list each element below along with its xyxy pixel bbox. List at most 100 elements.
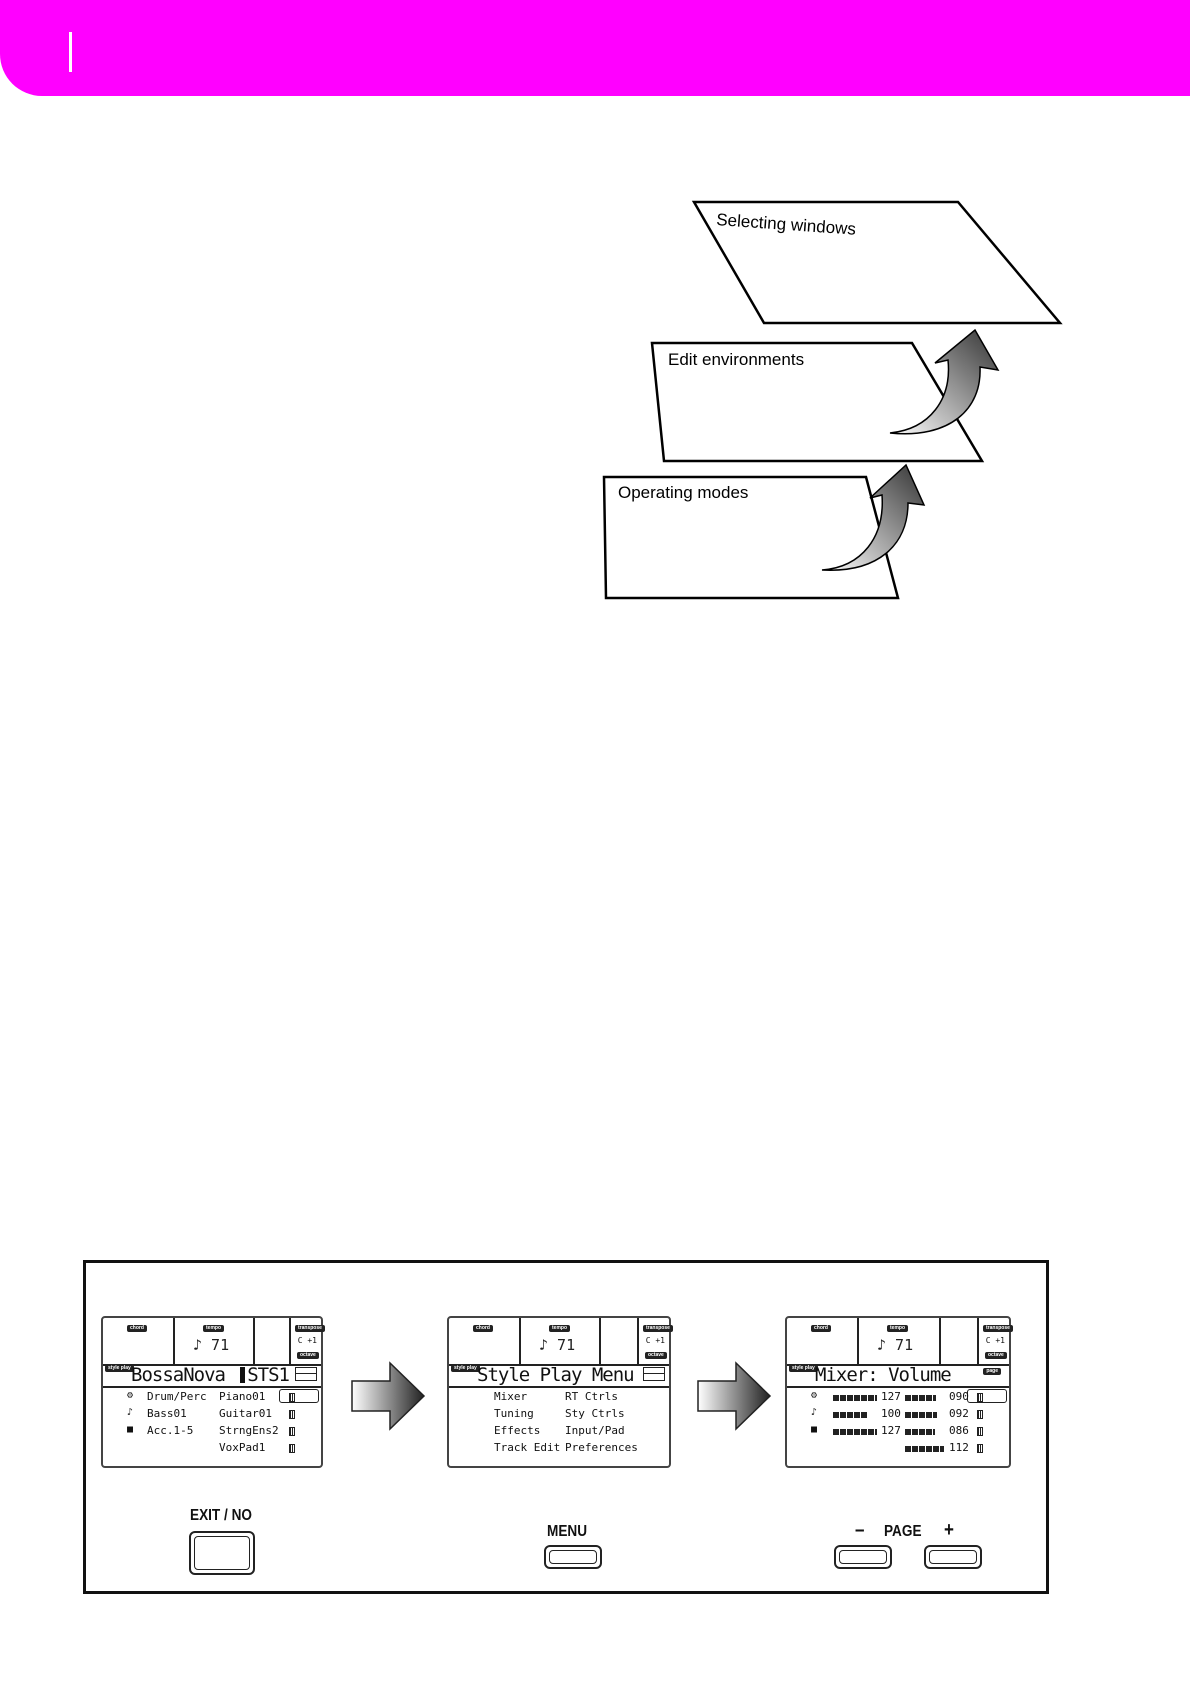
arrow-right-icon — [697, 1361, 772, 1431]
level-value: 092 — [949, 1407, 969, 1420]
mode-tag: style play — [105, 1365, 134, 1372]
level-value: 090 — [949, 1390, 969, 1403]
menu-item[interactable]: Mixer — [494, 1390, 528, 1403]
bass-icon: ♪ — [127, 1407, 134, 1418]
level-value: 086 — [949, 1424, 969, 1437]
transpose-value: C +1 — [297, 1336, 317, 1345]
level-bar-2 — [905, 1429, 935, 1435]
transpose-value: C +1 — [645, 1336, 665, 1345]
page-minus-button[interactable] — [834, 1545, 892, 1569]
slot-icon — [977, 1444, 983, 1453]
level-bar-1 — [833, 1412, 867, 1418]
sts-slot: STS1 — [240, 1364, 290, 1386]
page-plus-button[interactable] — [924, 1545, 982, 1569]
slot-icon — [289, 1427, 295, 1436]
layer-label-operating-modes: Operating modes — [618, 483, 748, 502]
exit-no-label: EXIT / NO — [190, 1507, 252, 1524]
bass-icon: ♪ — [811, 1407, 818, 1418]
menu-item[interactable]: Input/Pad — [565, 1424, 625, 1437]
menu-item[interactable]: Track Edit — [494, 1441, 561, 1454]
track-name: StrngEns2 — [219, 1424, 279, 1437]
menu-button[interactable] — [544, 1545, 602, 1569]
curved-arrow-lower — [821, 463, 926, 571]
level-bar-2 — [905, 1446, 944, 1452]
list-item: Tuning Sty Ctrls — [449, 1407, 669, 1424]
page-minus-label: – — [855, 1519, 865, 1541]
list-item: ■ Acc.1-5 StrngEns2 — [103, 1424, 321, 1441]
drum-icon: ⚙ — [811, 1390, 818, 1401]
list-item: ♪ Bass01 Guitar01 — [103, 1407, 321, 1424]
title-box-icon — [295, 1367, 317, 1381]
list-item: Effects Input/Pad — [449, 1424, 669, 1441]
page-plus-label: + — [944, 1519, 954, 1541]
header-band — [0, 0, 1190, 96]
layer-operating-modes: Operating modes — [602, 475, 900, 600]
lcd-status-bar: chord tempo ♪ 71 transpose C +1 octave — [787, 1318, 1013, 1366]
level-bar-2 — [905, 1412, 937, 1418]
lcd-title: Style Play Menu — [477, 1364, 635, 1386]
octave-tag: octave — [297, 1352, 319, 1359]
track-name: Bass01 — [147, 1407, 187, 1420]
track-name: Acc.1-5 — [147, 1424, 194, 1437]
transpose-value: C +1 — [985, 1336, 1005, 1345]
mixer-row: 112 — [787, 1441, 1009, 1458]
level-value: 127 — [881, 1424, 901, 1437]
transpose-tag: transpose — [295, 1325, 325, 1332]
transpose-tag: transpose — [983, 1325, 1013, 1332]
lcd-screen-menu: chord tempo ♪ 71 transpose C +1 octave s… — [447, 1316, 673, 1468]
octave-tag: octave — [645, 1352, 667, 1359]
slot-icon — [289, 1410, 295, 1419]
drum-icon: ⚙ — [127, 1390, 134, 1401]
menu-item[interactable]: Sty Ctrls — [565, 1407, 625, 1420]
transpose-tag: transpose — [643, 1325, 673, 1332]
track-name: Drum/Perc — [147, 1390, 207, 1403]
chord-tag: chord — [811, 1325, 831, 1332]
mixer-row: ■ 127 086 — [787, 1424, 1009, 1441]
lcd-screen-main: chord tempo ♪ 71 transpose C +1 octave s… — [101, 1316, 325, 1468]
level-bar-2 — [905, 1395, 936, 1401]
level-value: 112 — [949, 1441, 969, 1454]
menu-item[interactable]: Preferences — [565, 1441, 638, 1454]
layers-diagram: Selecting windows Edit environments Oper… — [602, 200, 1063, 600]
mode-tag: style play — [789, 1365, 818, 1372]
track-name: VoxPad1 — [219, 1441, 266, 1454]
lcd-status-bar: chord tempo ♪ 71 transpose C +1 octave — [449, 1318, 673, 1366]
header-rule — [69, 32, 72, 72]
tempo-value: ♪ 71 — [193, 1336, 230, 1354]
lcd-screen-mixer: chord tempo ♪ 71 transpose C +1 octave s… — [785, 1316, 1013, 1468]
lcd-status-bar: chord tempo ♪ 71 transpose C +1 octave — [103, 1318, 325, 1366]
curved-arrow-upper — [889, 328, 1000, 435]
tempo-tag: tempo — [203, 1325, 224, 1332]
selection-frame — [967, 1389, 1007, 1403]
lcd-title-bar: style play Mixer: Volume page — [787, 1364, 1009, 1388]
layer-edit-environments: Edit environments — [650, 341, 985, 463]
slot-icon — [289, 1393, 295, 1402]
slot-icon — [977, 1393, 983, 1402]
list-item: VoxPad1 — [103, 1441, 321, 1458]
exit-no-button[interactable] — [189, 1531, 255, 1575]
level-value: 127 — [881, 1390, 901, 1403]
tempo-tag: tempo — [887, 1325, 908, 1332]
list-item: Track Edit Preferences — [449, 1441, 669, 1458]
display-navigation-panel: chord tempo ♪ 71 transpose C +1 octave s… — [83, 1260, 1049, 1594]
title-box-icon — [643, 1367, 665, 1381]
mixer-row: ♪ 100 092 — [787, 1407, 1009, 1424]
tempo-tag: tempo — [549, 1325, 570, 1332]
slot-icon — [977, 1410, 983, 1419]
track-name: Guitar01 — [219, 1407, 272, 1420]
menu-item[interactable]: Effects — [494, 1424, 541, 1437]
menu-item[interactable]: RT Ctrls — [565, 1390, 618, 1403]
layer-selecting-windows: Selecting windows — [691, 200, 1063, 325]
slot-icon — [289, 1444, 295, 1453]
level-bar-1 — [833, 1429, 877, 1435]
mode-tag: style play — [451, 1365, 480, 1372]
page-label: PAGE — [884, 1523, 922, 1540]
slot-icon — [977, 1427, 983, 1436]
chord-tag: chord — [127, 1325, 147, 1332]
lcd-title-bar: style play BossaNova STS1 — [103, 1364, 321, 1388]
menu-item[interactable]: Tuning — [494, 1407, 534, 1420]
acc-icon: ■ — [127, 1424, 134, 1435]
mixer-row: ⚙ 127 090 — [787, 1390, 1009, 1407]
level-bar-1 — [833, 1395, 877, 1401]
acc-icon: ■ — [811, 1424, 818, 1435]
